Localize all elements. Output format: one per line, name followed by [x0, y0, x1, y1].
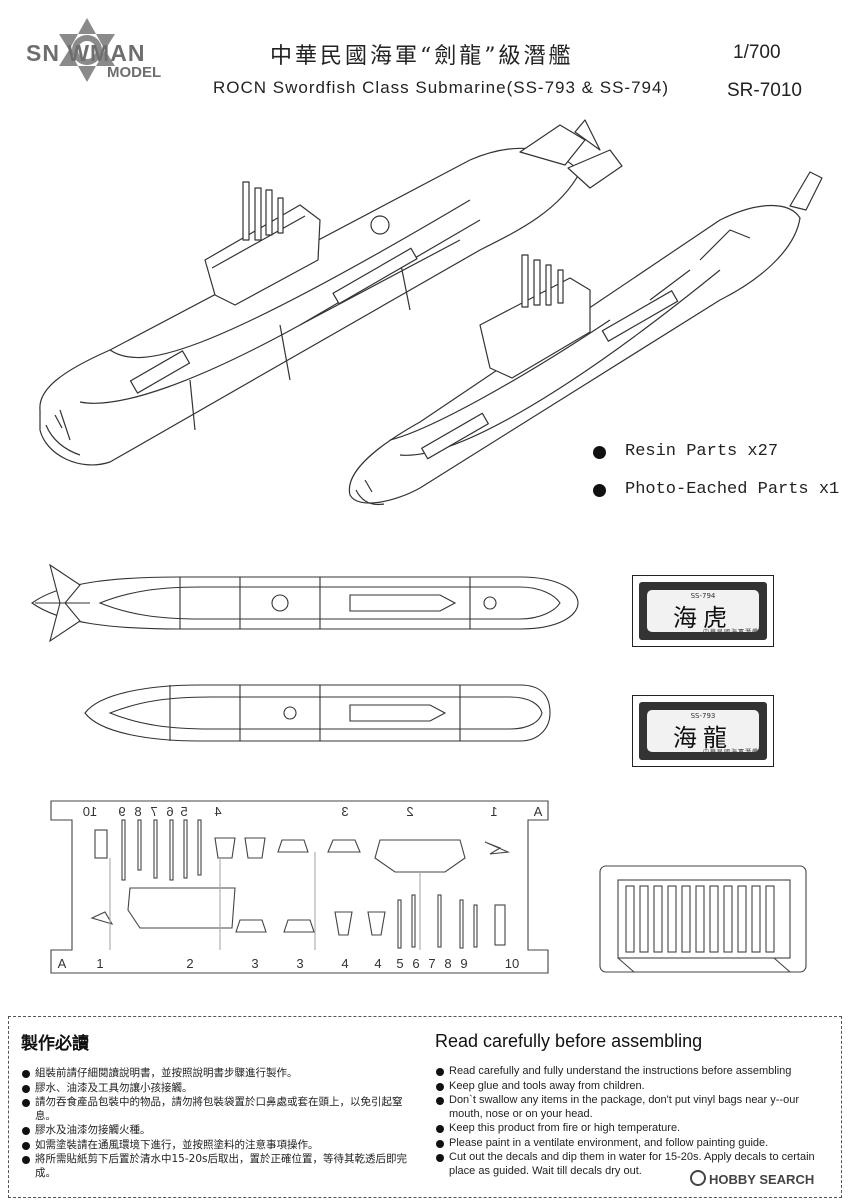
watermark-text: HOBBY SEARCH [709, 1172, 815, 1187]
sprue-label: 7 [428, 956, 435, 971]
snowflake-icon [59, 18, 115, 82]
sprue-label: 9 [460, 956, 467, 971]
sprue-label: 6 [412, 956, 419, 971]
legend-bullet [593, 446, 606, 459]
instruction-item: 組裝前請仔細閱讀說明書，並按照說明書步驟進行製作。 [21, 1067, 411, 1081]
photo-etched-fret [599, 865, 807, 973]
instruction-item: Keep this product from fire or high temp… [435, 1122, 830, 1136]
decal-subtitle: 中華民國海軍潛艦 [702, 749, 759, 756]
sprue-label: 8 [134, 804, 141, 819]
title-chinese: 中華民國海軍“劍龍”級潛艦 [270, 44, 574, 69]
instructions-heading-en: Read carefully before assembling [435, 1031, 703, 1051]
sprue-label: 3 [341, 804, 348, 819]
decal-code: SS-794 [690, 592, 716, 600]
sprue-label: 4 [341, 956, 348, 971]
sprue-label: 10 [83, 804, 97, 819]
part-10 [94, 829, 108, 859]
sprue-bottom-labels: A 1 2 3 3 4 4 5 6 7 8 9 10 [58, 956, 520, 971]
submarine-illustrations [39, 119, 823, 506]
instructions-list-cn: 組裝前請仔細閱讀說明書，並按照說明書步驟進行製作。 膠水、油漆及工具勿讓小孩接觸… [21, 1067, 411, 1181]
logo-wordmark: SN WMAN [26, 40, 146, 66]
product-code: SR-7010 [727, 80, 802, 101]
sprue-label: 2 [186, 956, 193, 971]
decal-subtitle: 中華民國海軍潛艦 [702, 629, 759, 636]
instructions-heading-cn: 製作必讀 [21, 1034, 89, 1054]
decal-name: 海龍 [673, 724, 733, 752]
sprue-label: 3 [251, 956, 258, 971]
sprue-label: 5 [396, 956, 403, 971]
sprue-label: 5 [180, 804, 187, 819]
sprue-label: 6 [166, 804, 173, 819]
top-plan-view [31, 563, 579, 643]
submarine-right-view [348, 171, 823, 506]
sprue-label: 1 [96, 956, 103, 971]
sprue-label: 9 [118, 804, 125, 819]
logo-subword: MODEL [107, 64, 162, 81]
watermark-icon [690, 1170, 706, 1186]
sprue-label: 1 [490, 804, 497, 819]
scale-label: 1/700 [733, 42, 781, 63]
submarine-left-view [39, 119, 623, 466]
instruction-item: 膠水、油漆及工具勿讓小孩接觸。 [21, 1082, 411, 1096]
sprue-label: 10 [505, 956, 519, 971]
instruction-item: Cut out the decals and dip them in water… [435, 1151, 830, 1178]
brand-logo [18, 10, 196, 86]
instruction-item: Keep glue and tools away from children. [435, 1080, 830, 1094]
sprue-label: 8 [444, 956, 451, 971]
sprue-label: 3 [296, 956, 303, 971]
watermark: HOBBY SEARCH [690, 1170, 814, 1187]
decal-name: 海虎 [673, 604, 733, 632]
sprue-label: 7 [150, 804, 157, 819]
instructions-list-en: Read carefully and fully understand the … [435, 1065, 830, 1179]
plan-views [31, 563, 579, 742]
instruction-item: Don`t swallow any items in the package, … [435, 1094, 830, 1121]
legend-bullet [593, 484, 606, 497]
part-2-upper [374, 839, 466, 873]
decal-ss793: SS-793 海龍 中華民國海軍潛艦 [632, 695, 774, 767]
side-plan-view [84, 684, 551, 742]
sprue-label: A [533, 804, 542, 819]
instruction-item: 如需塗裝請在通風環境下進行，並按照塗料的注意事項操作。 [21, 1139, 411, 1153]
sprue-label: 4 [374, 956, 381, 971]
legend-resin-parts: Resin Parts x27 [625, 442, 779, 461]
decal-code: SS-793 [690, 712, 716, 720]
instruction-item: 膠水及油漆勿接觸火種。 [21, 1124, 411, 1138]
instruction-item: Read carefully and fully understand the … [435, 1065, 830, 1079]
instruction-item: 請勿吞食產品包裝中的物品，請勿將包裝袋置於口鼻處或套在頭上，以免引起窒息。 [21, 1096, 411, 1123]
sprue-top-labels: 10 9 8 7 6 5 4 3 2 1 A [83, 804, 543, 819]
sprue-label: 2 [406, 804, 413, 819]
sprue-label: 4 [214, 804, 221, 819]
instruction-item: Please paint in a ventilate environment,… [435, 1137, 830, 1151]
part-2-lower [127, 887, 236, 929]
legend-photo-etched-parts: Photo-Eached Parts x1 [625, 480, 840, 499]
resin-sprue: 10 9 8 7 6 5 4 3 2 1 A A 1 2 3 3 4 4 5 6… [50, 800, 549, 974]
title-english: ROCN Swordfish Class Submarine(SS-793 & … [213, 78, 670, 97]
instructions-box: 製作必讀 組裝前請仔細閱讀說明書，並按照說明書步驟進行製作。 膠水、油漆及工具勿… [8, 1016, 842, 1198]
decal-ss794: SS-794 海虎 中華民國海軍潛艦 [632, 575, 774, 647]
sprue-label: A [58, 956, 67, 971]
instruction-item: 將所需貼紙剪下后置於清水中15-20s后取出，置於正確位置，等待其乾透后即完成。 [21, 1153, 411, 1180]
